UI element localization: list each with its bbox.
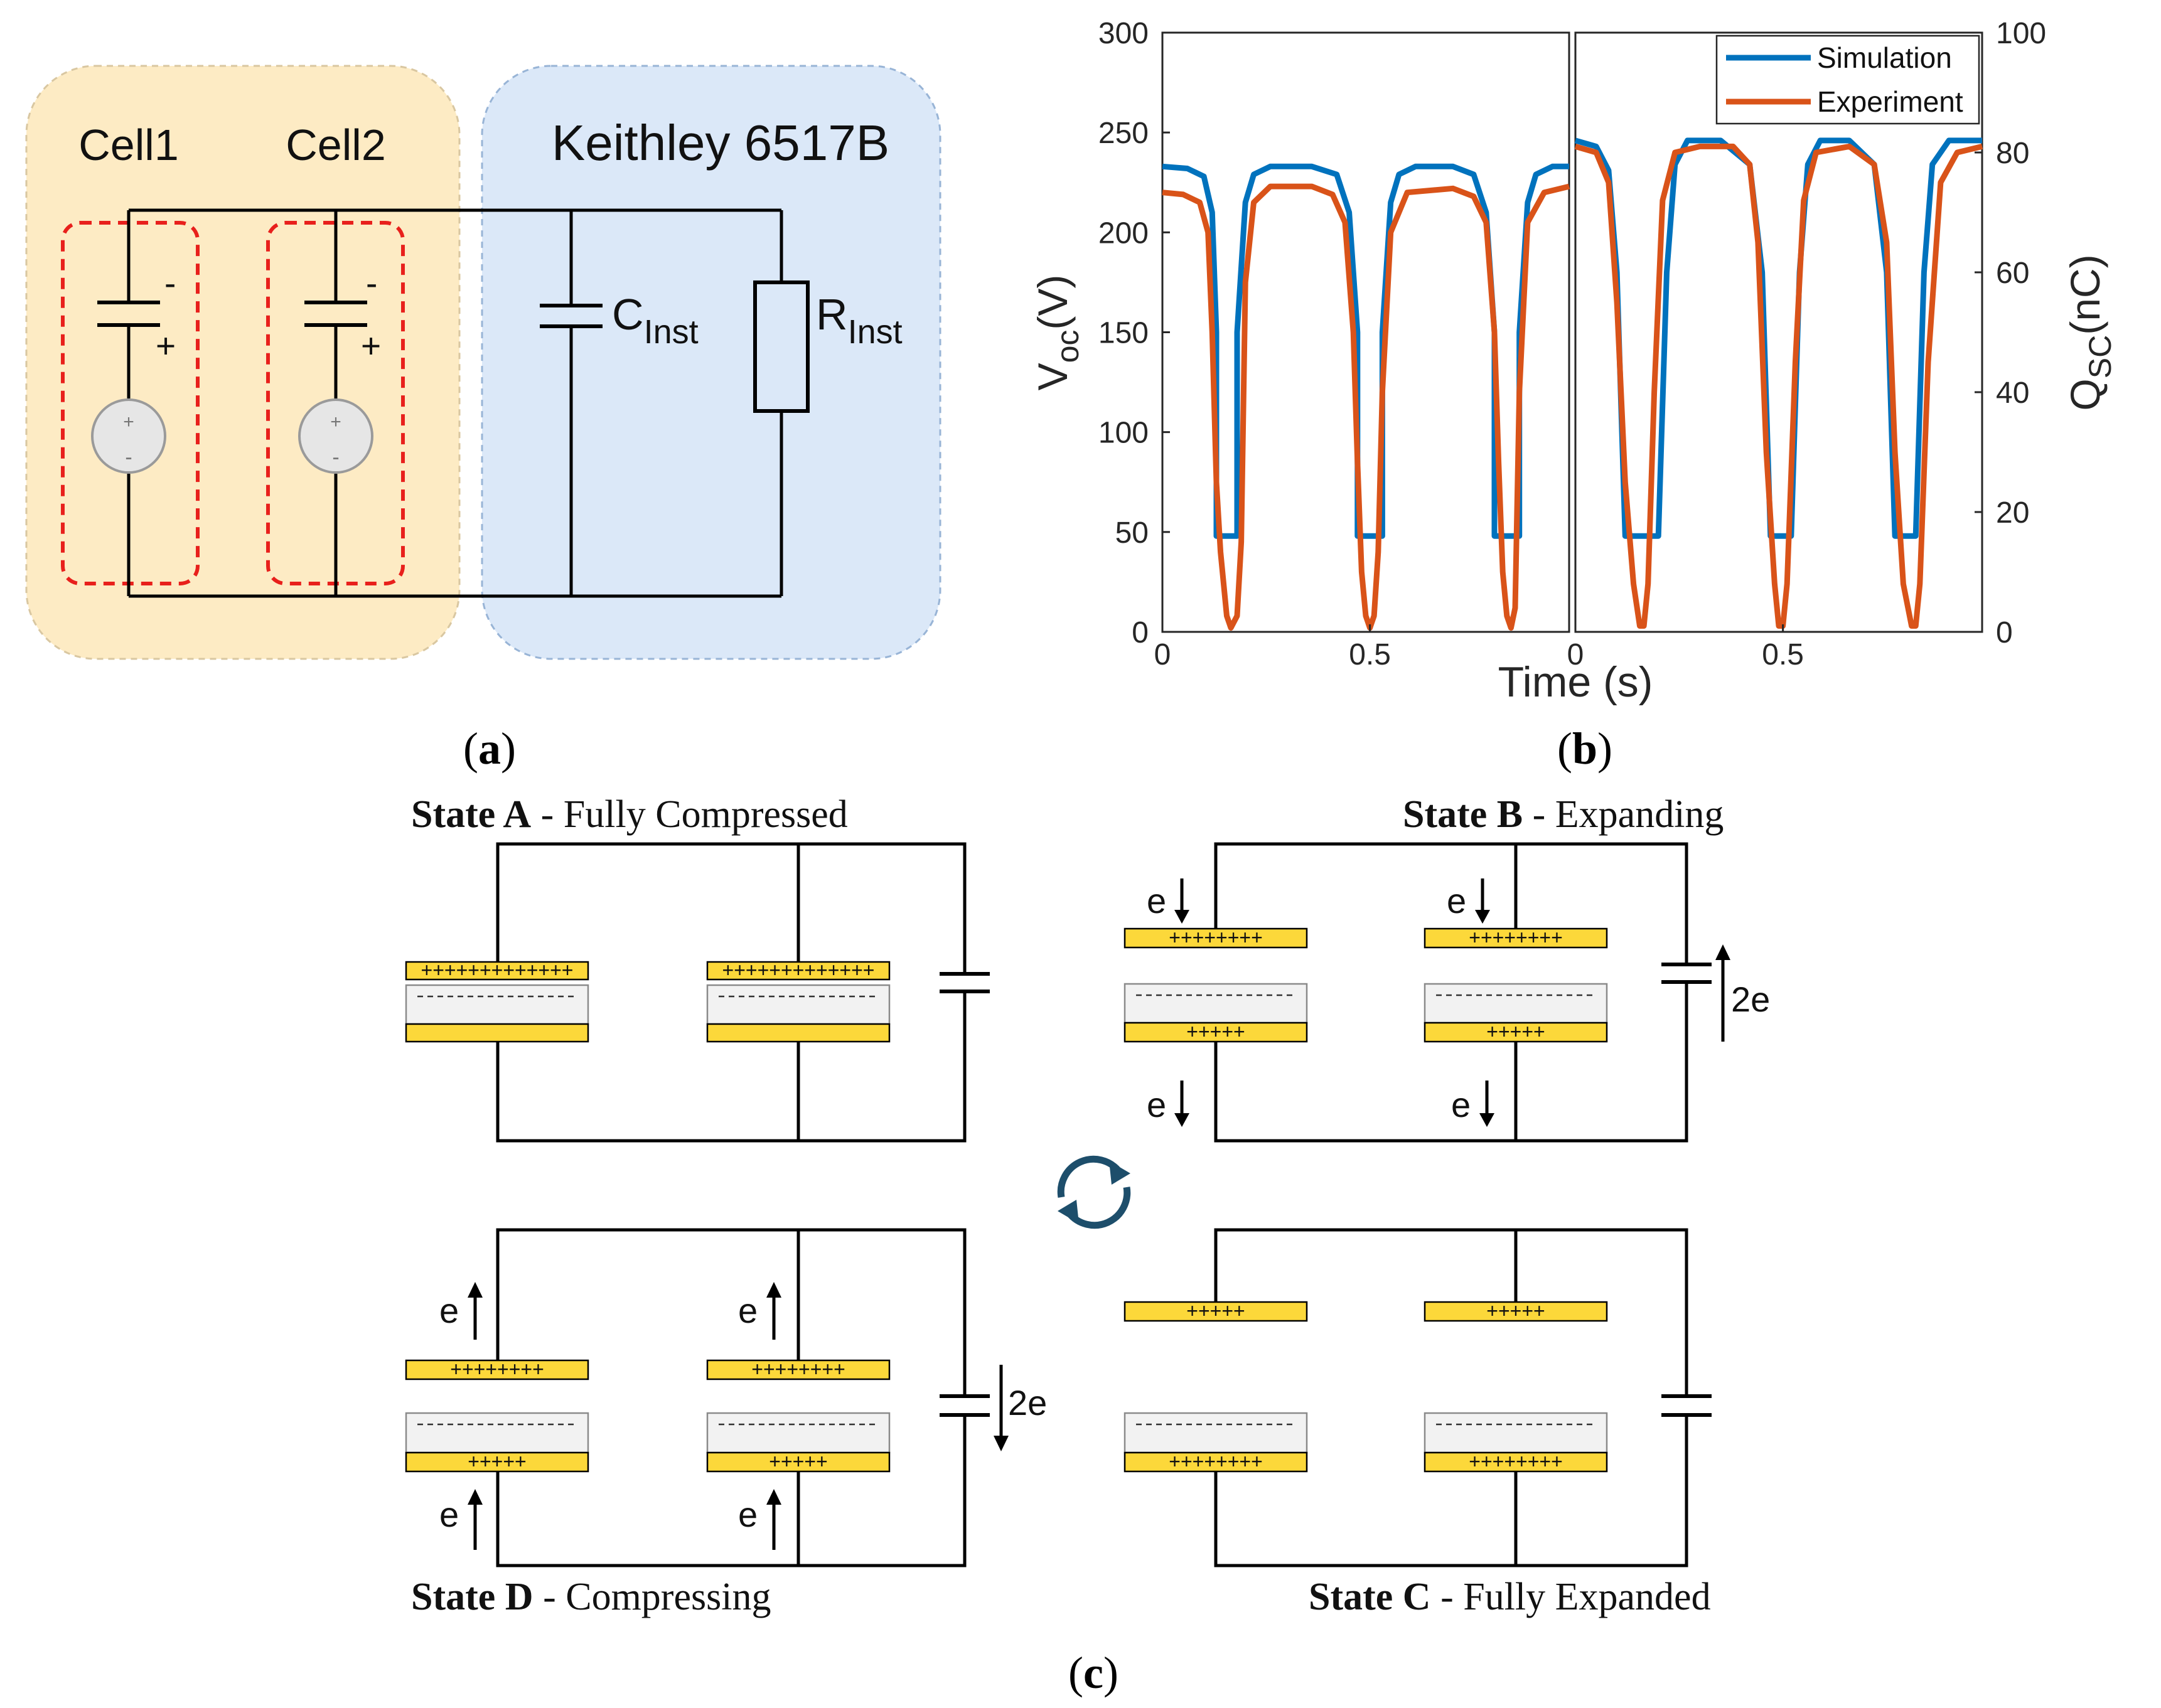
cell1-source-minus: -: [125, 446, 132, 469]
state-c-title: State C - Fully Expanded: [1309, 1576, 1711, 1618]
chart-legend: Simulation Experiment: [1715, 35, 1980, 125]
y-tick-label-right: 100: [1996, 17, 2046, 50]
y-tick-label-left: 300: [1098, 17, 1149, 50]
cycle-arrows-icon: [1057, 1155, 1131, 1229]
cell1-source-plus: +: [123, 412, 134, 432]
y-tick-label-left: 50: [1115, 516, 1149, 550]
y-tick-label-left: 100: [1098, 417, 1149, 450]
y-tick-label-left: 150: [1098, 317, 1149, 350]
svg-text:++++++++: ++++++++: [1469, 926, 1563, 949]
series-line-experiment-right: [1574, 143, 1983, 629]
inst-cap-label: CInst: [612, 290, 699, 351]
y-tick-label-right: 20: [1996, 496, 2029, 530]
y-tick-label-right: 60: [1996, 257, 2029, 290]
svg-text:e: e: [439, 1291, 459, 1330]
svg-text:++++++++: ++++++++: [1169, 926, 1263, 949]
bottom-wire: [127, 326, 783, 598]
y-tick-label-right: 80: [1996, 137, 2029, 170]
cell2-plus: +: [361, 326, 381, 365]
plot-right-series: [1574, 137, 1983, 629]
x-tick-label: 0: [1567, 638, 1584, 671]
svg-text:++++++++: ++++++++: [1469, 1450, 1563, 1473]
svg-text:+++++: +++++: [1486, 1300, 1545, 1322]
cell2-voltage-source-icon: [298, 398, 373, 474]
svg-text:++++++++: ++++++++: [1169, 1450, 1263, 1473]
legend-simulation-label: Simulation: [1817, 41, 1952, 74]
plot-left-series: [1162, 163, 1570, 631]
panel-b-chart: 0 0.5 0 50 100 150 200 250 300 0 0.5 0 20 40 60 80 100 V…: [1029, 17, 2118, 774]
svg-text:+++++: +++++: [1186, 1300, 1245, 1322]
x-axis-label: Time (s): [1498, 658, 1653, 706]
svg-text:e: e: [1147, 881, 1166, 921]
top-wire: [127, 208, 783, 304]
cell2-label: Cell2: [286, 120, 386, 169]
legend-box: [1715, 35, 1980, 125]
cell2-minus: -: [366, 264, 377, 302]
panel-c-caption: (c): [1068, 1648, 1118, 1698]
cell1-voltage-source-icon: [91, 398, 166, 474]
svg-text:+++++++++++++: +++++++++++++: [722, 959, 875, 981]
y-tick-label-left: 0: [1132, 616, 1149, 649]
state-a-title: State A - Fully Compressed: [411, 793, 848, 836]
inst-resistor: [753, 280, 810, 413]
svg-text:+++++: +++++: [769, 1450, 827, 1473]
svg-text:e: e: [738, 1291, 758, 1330]
svg-text:e: e: [1451, 1085, 1471, 1124]
svg-text:+++++: +++++: [1486, 1020, 1545, 1043]
svg-text:e: e: [1447, 881, 1466, 921]
state-b-title: State B - Expanding: [1403, 793, 1724, 836]
state-b-diagram: ++++++++ +++++ ++++++++ +++++ e e e e 2e: [1123, 842, 1770, 1143]
axis-ticks: 0 0.5 0 50 100 150 200 250 300 0 0.5 0 20 40 60 80 100: [1098, 17, 2046, 671]
instrument-label: Keithley 6517B: [552, 115, 889, 171]
svg-text:+++++: +++++: [1186, 1020, 1245, 1043]
cell1-label: Cell1: [78, 120, 179, 169]
cell1-minus: -: [164, 264, 176, 302]
inst-res-label: RInst: [816, 290, 903, 351]
cells-region: [25, 65, 461, 660]
instrument-region: [481, 65, 941, 660]
cell1-plus: +: [156, 326, 176, 365]
y-tick-label-right: 40: [1996, 376, 2029, 410]
series-line-experiment-left: [1162, 183, 1570, 631]
panel-a-caption: (a): [463, 723, 516, 774]
y-tick-label-left: 250: [1098, 117, 1149, 150]
svg-text:e: e: [738, 1495, 758, 1534]
state-d-title: State D - Compressing: [411, 1576, 771, 1618]
legend-experiment-label: Experiment: [1817, 85, 1963, 118]
y-axis-right-label: QSC(nC): [2062, 254, 2118, 410]
svg-text:2e: 2e: [1731, 979, 1770, 1019]
plot-left-frame: [1161, 31, 1570, 633]
svg-text:+++++++++++++: +++++++++++++: [421, 959, 574, 981]
y-axis-left-label: Voc(V): [1029, 275, 1085, 391]
svg-text:e: e: [439, 1495, 459, 1534]
state-a-diagram: +++++++++++++ +++++++++++++: [405, 842, 990, 1143]
svg-text:++++++++: ++++++++: [450, 1358, 544, 1380]
state-c-diagram: +++++ ++++++++ +++++ ++++++++: [1123, 1228, 1712, 1567]
cell2-source-plus: +: [330, 412, 341, 432]
x-tick-label: 0.5: [1349, 638, 1391, 671]
cell2-source-minus: -: [332, 446, 339, 469]
panel-b-caption: (b): [1557, 723, 1612, 774]
y-tick-label-left: 200: [1098, 216, 1149, 250]
panel-a-circuit: Cell1 Cell2 Keithley 6517B - + + - - + +…: [25, 65, 941, 774]
y-tick-label-right: 0: [1996, 616, 2013, 649]
state-d-diagram: ++++++++ +++++ ++++++++ +++++ e e e e 2e: [405, 1228, 1047, 1567]
x-tick-label: 0.5: [1762, 638, 1804, 671]
svg-text:+++++: +++++: [468, 1450, 526, 1473]
panel-c-states: State A - Fully Compressed State B - Exp…: [405, 793, 1770, 1698]
x-tick-label: 0: [1154, 638, 1171, 671]
svg-text:2e: 2e: [1008, 1383, 1047, 1422]
svg-text:++++++++: ++++++++: [751, 1358, 845, 1380]
svg-text:e: e: [1147, 1085, 1166, 1124]
